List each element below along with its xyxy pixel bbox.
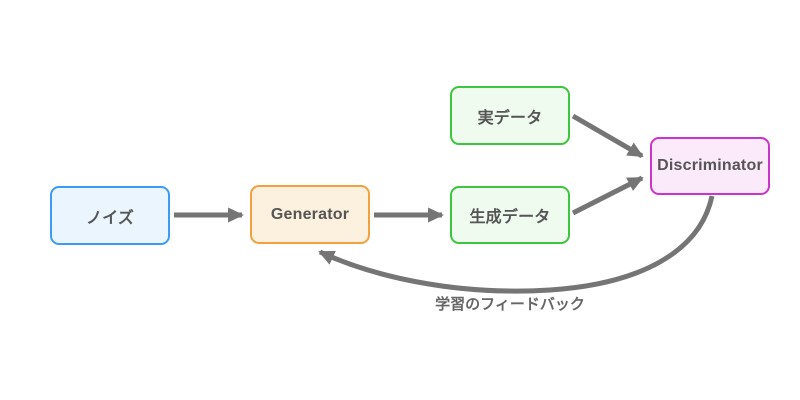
node-discriminator: Discriminator: [650, 137, 770, 195]
node-generated-data-label: 生成データ: [469, 209, 551, 226]
node-generator-label: Generator: [270, 205, 350, 223]
node-generator: Generator: [250, 185, 370, 244]
node-real-data: 実データ: [450, 86, 570, 145]
node-noise-label: ノイズ: [85, 209, 135, 227]
feedback-edge-label: 学習のフィードバック: [435, 296, 585, 313]
edge-real-data-to-discriminator: [571, 113, 644, 159]
node-generated-data: 生成データ: [450, 186, 570, 244]
node-real-data-label: 実データ: [477, 109, 543, 127]
node-noise: ノイズ: [50, 186, 170, 245]
edge-generated-data-to-discriminator: [571, 175, 644, 216]
node-discriminator-label: Discriminator: [657, 157, 763, 174]
edge-feedback-discriminator-to-generator: [318, 195, 715, 294]
